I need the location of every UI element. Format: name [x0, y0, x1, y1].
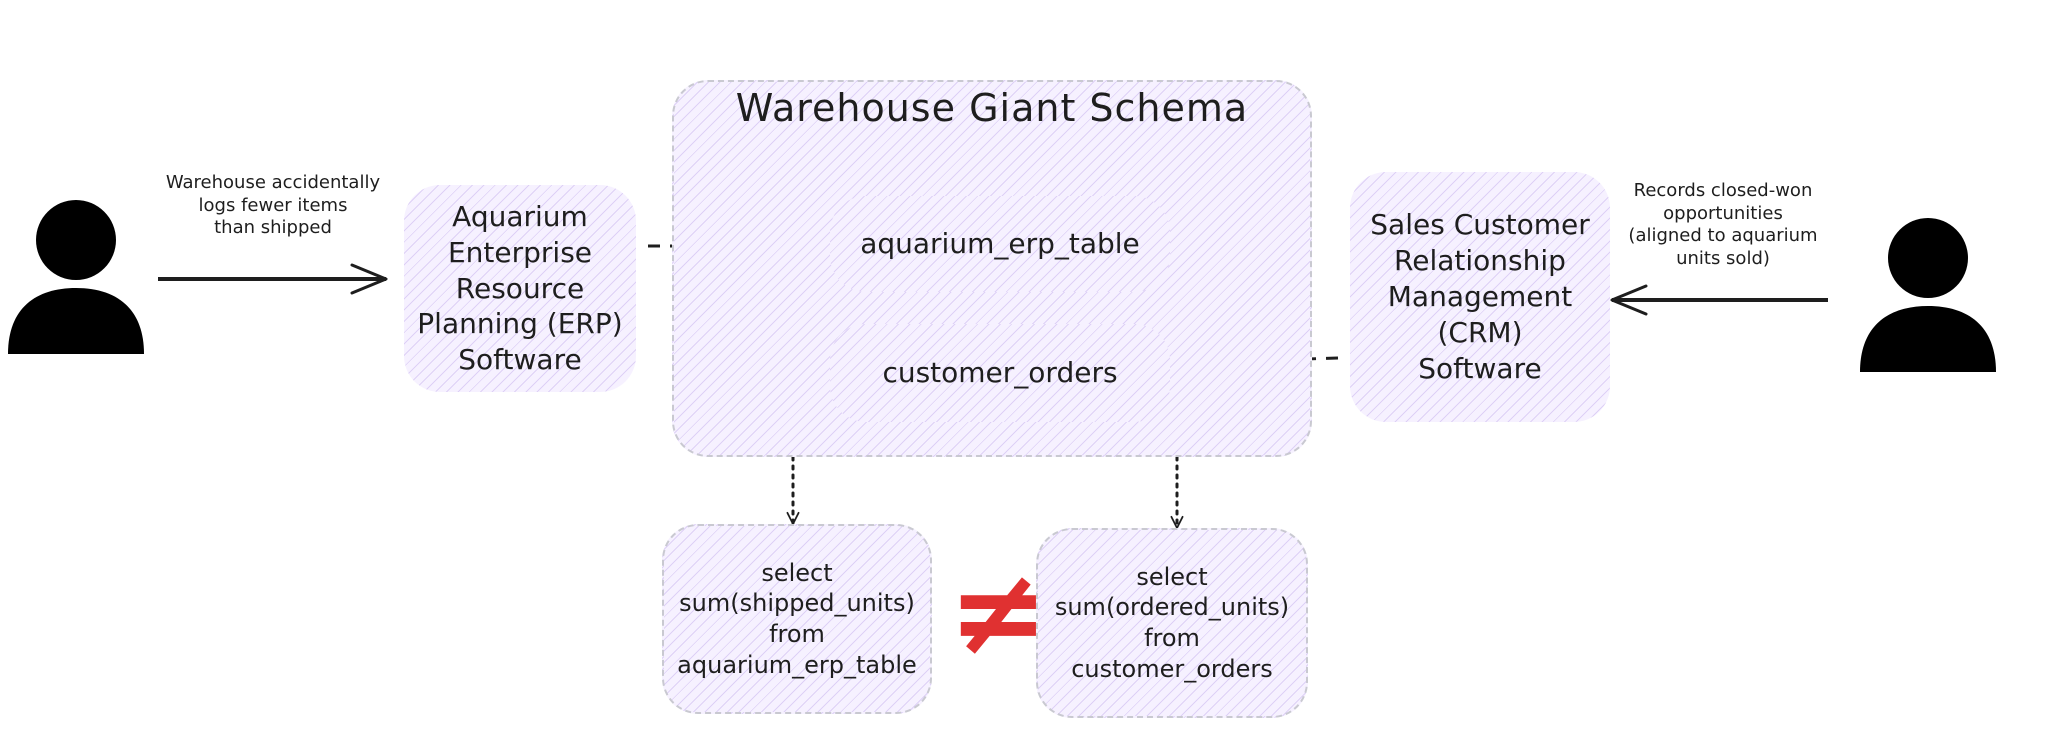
schema-title: Warehouse Giant Schema	[735, 86, 1249, 130]
erp-software-node: Aquarium Enterprise Resource Planning (E…	[404, 185, 636, 392]
not-equal-symbol: ≠	[948, 543, 1049, 682]
customer-orders-node: customer_orders	[830, 324, 1170, 422]
query-erp-node: select sum(shipped_units) from aquarium_…	[662, 524, 932, 714]
person-icon	[8, 200, 144, 354]
sales-note: Records closed-won opportunities (aligne…	[1628, 180, 1818, 269]
erp-software-label: Aquarium Enterprise Resource Planning (E…	[417, 199, 623, 377]
crm-software-label: Sales Customer Relationship Management (…	[1370, 208, 1590, 385]
person-icon	[1860, 218, 1996, 372]
erp-table-node: aquarium_erp_table	[830, 196, 1170, 292]
crm-software-node: Sales Customer Relationship Management (…	[1350, 172, 1610, 422]
warehouse-note: Warehouse accidentally logs fewer items …	[165, 172, 381, 238]
customer-orders-label: customer_orders	[882, 356, 1118, 390]
erp-table-label: aquarium_erp_table	[860, 227, 1140, 261]
query-erp-label: select sum(shipped_units) from aquarium_…	[677, 558, 917, 679]
query-crm-label: select sum(ordered_units) from customer_…	[1054, 562, 1290, 683]
query-crm-node: select sum(ordered_units) from customer_…	[1036, 528, 1308, 718]
